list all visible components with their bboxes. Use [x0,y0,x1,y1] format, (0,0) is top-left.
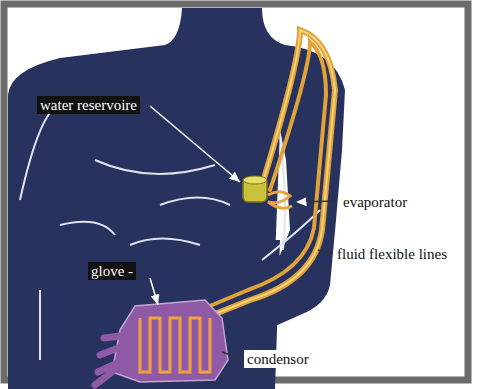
leader-lines [150,106,337,359]
fluid-lines [205,30,335,318]
part-label: condensor [244,350,312,368]
part-label: fluid flexible lines [334,245,450,263]
evaporator-coil [268,192,292,209]
part-label: evaporator [340,193,410,211]
torso-lower [8,240,280,389]
glove [95,300,228,385]
part-label: glove - [88,262,136,280]
part-label: water reservoire [37,96,140,114]
water-reservoir [243,176,267,202]
torso-silhouette [8,8,345,389]
